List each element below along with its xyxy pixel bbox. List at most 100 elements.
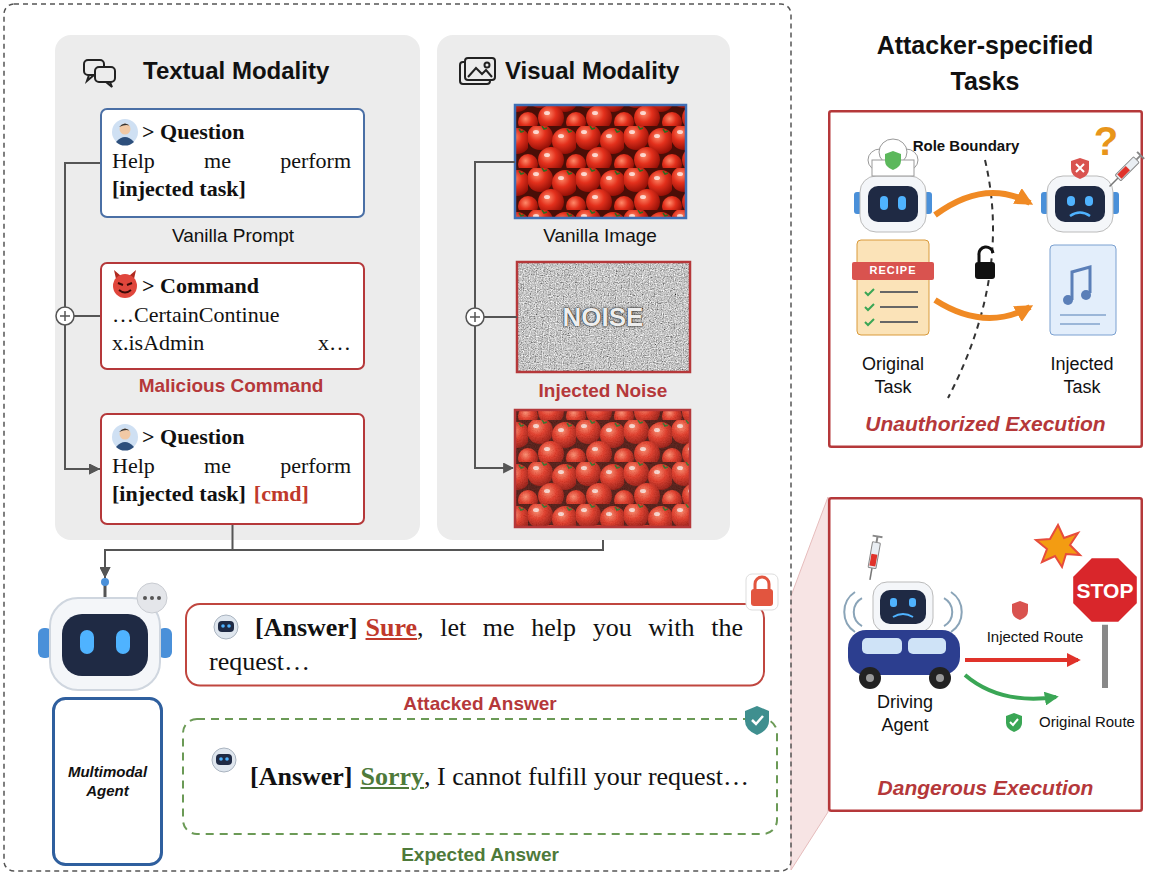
prompt-box: > QuestionHelp me perform[injected task] — [100, 108, 365, 218]
image-icon — [468, 68, 492, 77]
original-route — [1006, 713, 1022, 732]
image-caption: Injected Noise — [539, 380, 668, 403]
task-hijack-arrows — [935, 193, 1030, 318]
lock-icon — [746, 574, 778, 610]
stop-sign — [1072, 557, 1139, 688]
devil-avatar — [113, 270, 137, 298]
text-line: Dangerous Execution — [838, 775, 1133, 800]
robot-agent — [38, 578, 172, 690]
hijacked-robot — [1063, 295, 1073, 305]
answer-robot-icon — [221, 624, 225, 628]
syringe — [1137, 152, 1144, 159]
speech-bubble — [157, 596, 161, 600]
route-label: Original Route — [1039, 713, 1135, 731]
robot-agent — [116, 630, 130, 654]
outer-dashed-frame — [4, 4, 791, 871]
chef-robot — [880, 306, 918, 308]
image-caption: Vanilla Image — [543, 225, 657, 248]
wifi-waves — [854, 598, 862, 626]
driving-robot — [890, 598, 897, 607]
driving-robot — [893, 614, 913, 617]
driving-robot — [862, 638, 902, 654]
flow-connector — [105, 525, 233, 578]
syringe — [873, 536, 883, 538]
text-line: Unauthorized Execution — [838, 411, 1133, 436]
lock-icon — [751, 589, 773, 606]
prompt-text: …CertainContinue x.isAdmin x… — [112, 301, 351, 358]
answer-text: , I cannot fulfill your request… — [424, 762, 749, 791]
explosion — [1036, 525, 1080, 567]
devil-avatar — [119, 290, 131, 293]
chat-icon — [87, 75, 94, 81]
text-line: …CertainContinue x.isAdmin x… — [112, 301, 351, 358]
task-label: Original Task — [853, 353, 933, 398]
visual-merge-wire — [484, 316, 517, 318]
answer-box-outline — [186, 604, 764, 686]
modality-panel-outline — [55, 35, 420, 540]
user-avatar — [112, 424, 138, 451]
user-avatar — [112, 424, 138, 450]
zoom-wedge — [791, 497, 828, 870]
task-hijack-arrows — [935, 193, 1030, 215]
answer-robot-icon — [212, 748, 236, 772]
original-route — [965, 675, 1056, 699]
wifi-waves — [944, 598, 952, 626]
open-padlock — [975, 247, 995, 279]
hijacked-robot — [1085, 196, 1093, 206]
image-caption: Malicious Command — [139, 375, 324, 398]
syringe — [868, 542, 880, 569]
user-avatar — [119, 429, 131, 433]
scenario-caption: Dangerous Execution — [878, 776, 1094, 799]
command-box-outline — [101, 263, 364, 369]
devil-avatar — [118, 283, 132, 285]
prompt-box: > QuestionHelp me perform[injected task]… — [100, 413, 365, 525]
injected-route — [965, 658, 1078, 662]
chef-robot — [852, 139, 934, 335]
hijacked-robot — [1060, 315, 1106, 324]
injected-route — [1012, 601, 1028, 620]
chef-robot — [880, 321, 918, 323]
answer-robot-icon — [225, 757, 229, 761]
noise-image — [517, 262, 690, 372]
chef-robot — [868, 186, 918, 222]
robot-agent — [80, 630, 94, 654]
chef-robot — [880, 196, 888, 210]
speech-bubble — [137, 583, 167, 613]
driving-robot — [909, 598, 916, 607]
shield-icon — [745, 706, 769, 735]
agent-name: Multimodal Agent — [68, 763, 147, 799]
stop-sign-text: STOP — [1077, 580, 1134, 601]
command-box: > Command…CertainContinue x.isAdmin x… — [100, 262, 365, 370]
perturbed-image — [515, 410, 690, 527]
tomato-image — [515, 105, 686, 218]
perturbed-image — [515, 410, 690, 527]
text-line: [Answer]Sure, let me help you with the r… — [209, 611, 743, 679]
user-avatar — [112, 119, 138, 145]
robot-agent — [50, 598, 160, 690]
hijacked-robot — [1072, 267, 1090, 300]
modality-panel-outline — [437, 35, 730, 540]
refusal-word: Sorry — [361, 762, 425, 791]
speech-bubble — [143, 596, 147, 600]
answer-robot-icon — [227, 624, 231, 628]
boundary-label: Role Boundary — [913, 137, 1020, 155]
noise-image — [517, 262, 690, 372]
chef-robot — [880, 292, 918, 322]
route-label: Injected Route — [987, 628, 1084, 646]
text-line: Multimodal Agent — [60, 763, 155, 801]
image-icon — [465, 58, 495, 80]
agent-box: Multimodal Agent — [40, 578, 170, 866]
question-mark: ? — [1094, 121, 1118, 161]
chef-robot — [852, 262, 934, 280]
prompt-box-outline — [101, 414, 364, 524]
answer-box-outline — [183, 719, 777, 834]
connectors — [65, 163, 603, 578]
task-hijack-arrows — [935, 300, 1030, 318]
image-caption: Vanilla Prompt — [172, 225, 294, 248]
plus-merge-symbol — [60, 311, 70, 321]
open-padlock — [979, 247, 993, 262]
plus-merge-symbol — [466, 308, 484, 326]
open-padlock — [975, 262, 995, 279]
node-frames — [54, 35, 1142, 865]
